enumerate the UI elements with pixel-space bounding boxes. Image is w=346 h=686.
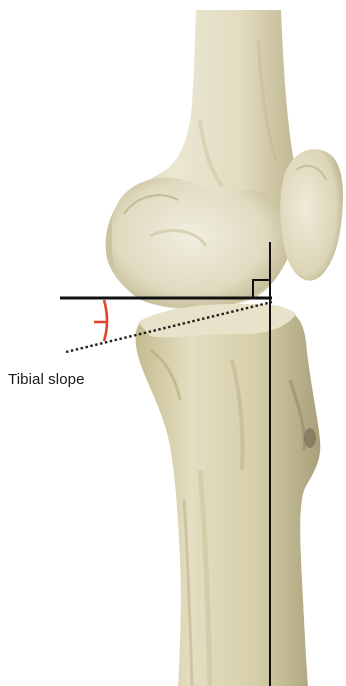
patella: [280, 149, 343, 280]
femoral-condyle: [112, 178, 288, 309]
slope-angle-arc: [104, 300, 107, 341]
tibial-slope-label: Tibial slope: [8, 371, 85, 388]
